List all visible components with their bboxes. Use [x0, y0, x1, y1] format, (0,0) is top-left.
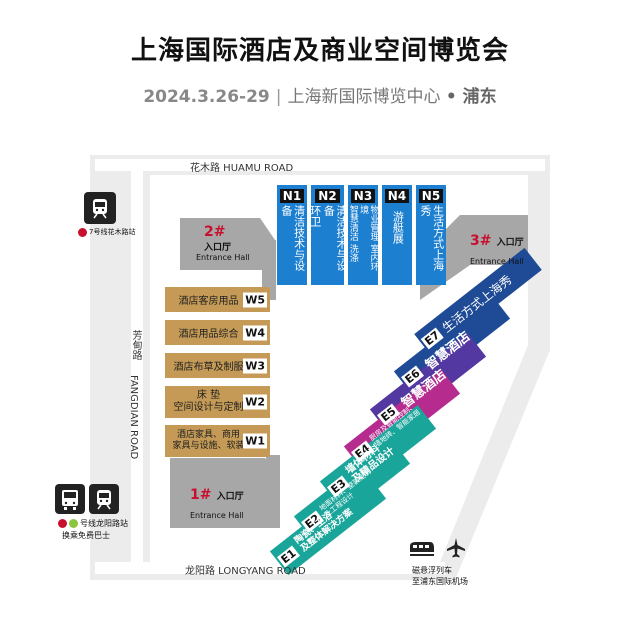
hall-n1-code: N1 — [280, 189, 304, 203]
hall-w2-name: 床 垫 空间设计与定制 — [173, 390, 244, 413]
metro-icon — [89, 484, 119, 514]
connector-2 — [262, 240, 276, 300]
hall-w4-name: 酒店用品综合 — [178, 329, 239, 340]
hall-n5[interactable]: N5 生活方式上海秀 — [416, 185, 446, 285]
hall-w3-name: 酒店布草及制服 — [173, 362, 244, 373]
entrance-2-cn: 入口厅 — [204, 243, 232, 253]
hall-n4-name: 游艇展 — [391, 211, 405, 244]
metro-longyang-text: 号线龙阳路站 — [80, 519, 128, 528]
hall-n1-name: 清洁技术与设备 — [280, 205, 306, 271]
entrance-hall-2-block — [180, 218, 275, 270]
hall-w3[interactable]: 酒店布草及制服 W3 — [165, 353, 270, 378]
hall-n2-name: 清洁技术与设备 — [322, 205, 348, 271]
entrance-hall-1[interactable]: 1# 入口厅 Entrance Hall — [190, 484, 244, 522]
metro-line-badge — [78, 227, 87, 237]
entrance-hall-2[interactable]: 2# 入口厅 Entrance Hall — [196, 224, 250, 262]
metro-huamu-text: 7号线花木路站 — [89, 228, 136, 236]
hall-w2-code: W2 — [243, 394, 267, 410]
metro-line-badge — [58, 519, 67, 528]
hall-n3-name: 物业管理 室内环境 — [358, 205, 379, 271]
longyang-road — [95, 562, 445, 574]
road-label-longyang: 龙阳路 LONGYANG ROAD — [185, 566, 306, 577]
hall-n2-name2: 环卫 — [308, 205, 322, 227]
entrance-2-en: Entrance Hall — [196, 253, 250, 262]
hall-w4-code: W4 — [243, 325, 267, 340]
hall-e1-code: E1 — [276, 545, 300, 568]
hall-n2-code: N2 — [315, 189, 340, 203]
entrance-3-number: 3# — [470, 233, 492, 249]
page-title: 上海国际酒店及商业空间博览会 — [130, 36, 509, 66]
entrance-hall-1-block — [170, 458, 280, 528]
venue-name: 上海新国际博览中心 — [287, 87, 441, 107]
hall-e7-shape — [414, 247, 542, 357]
event-date: 2024.3.26-29 — [143, 87, 270, 107]
maglev-icon — [408, 538, 436, 560]
hall-n3-code: N3 — [351, 189, 375, 203]
hall-n4-code: N4 — [385, 189, 409, 203]
hall-w3-code: W3 — [243, 358, 267, 373]
huamu-road — [95, 159, 545, 171]
hall-e1-shape — [269, 475, 387, 575]
hall-w1[interactable]: 酒店家具、商用 家具与设施、软装 W1 — [165, 425, 270, 457]
road-label-fangdian-cn: 芳甸路 — [130, 330, 141, 360]
hall-w5-code: W5 — [243, 292, 267, 307]
entrance-hall-3[interactable]: 3# 入口厅 Entrance Hall — [470, 230, 524, 268]
hall-w4[interactable]: 酒店用品综合 W4 — [165, 320, 270, 345]
entrance-1-number: 1# — [190, 487, 212, 503]
metro-line-badge — [69, 519, 78, 528]
hall-n1[interactable]: N1 清洁技术与设备 — [277, 185, 307, 285]
metro-huamu-label: 7号线花木路站 — [78, 227, 135, 237]
bus-icon — [55, 484, 85, 514]
entrance-3-cn: 入口厅 — [496, 238, 524, 248]
road-label-huamu: 花木路 HUAMU ROAD — [190, 163, 294, 174]
hall-w5[interactable]: 酒店客房用品 W5 — [165, 287, 270, 312]
east-halls — [269, 247, 542, 575]
connector-1 — [266, 455, 280, 485]
hall-w5-name: 酒店客房用品 — [178, 296, 239, 307]
hall-n3[interactable]: N3 物业管理 室内环境 智慧清洁 洗涤 — [347, 185, 379, 285]
metro-longyang-label: 号线龙阳路站 — [58, 518, 128, 529]
entrance-2-number: 2# — [204, 224, 226, 240]
hall-w1-code: W1 — [243, 433, 267, 449]
shuttle-bus-note: 换乘免费巴士 — [62, 531, 110, 540]
entrance-3-en: Entrance Hall — [470, 257, 524, 266]
hall-n5-code: N5 — [419, 189, 443, 203]
maglev-label-line1: 磁悬浮列车 — [412, 566, 452, 575]
fangdian-road — [131, 160, 143, 570]
entrance-1-en: Entrance Hall — [190, 511, 244, 520]
hall-n3-name2: 智慧清洁 洗涤 — [347, 205, 358, 262]
hall-n4[interactable]: N4 游艇展 — [382, 185, 412, 285]
airplane-icon — [444, 536, 468, 560]
event-info: 2024.3.26-29|上海新国际博览中心 • 浦东 — [0, 82, 640, 107]
hall-w1-name: 酒店家具、商用 家具与设施、软装 — [172, 430, 245, 451]
hall-n5-name: 生活方式上海秀 — [419, 205, 445, 271]
road-label-fangdian-en: FANGDIAN ROAD — [128, 375, 139, 460]
entrance-1-cn: 入口厅 — [216, 492, 244, 502]
entrance-hall-3-block — [440, 215, 528, 265]
metro-icon — [84, 192, 116, 224]
hall-n2[interactable]: N2 清洁技术与设备 环卫 — [308, 185, 348, 285]
divider: | — [275, 87, 282, 107]
hall-w2[interactable]: 床 垫 空间设计与定制 W2 — [165, 386, 270, 418]
maglev-label-line2: 至浦东国际机场 — [412, 577, 468, 586]
district-name: • 浦东 — [445, 87, 497, 107]
